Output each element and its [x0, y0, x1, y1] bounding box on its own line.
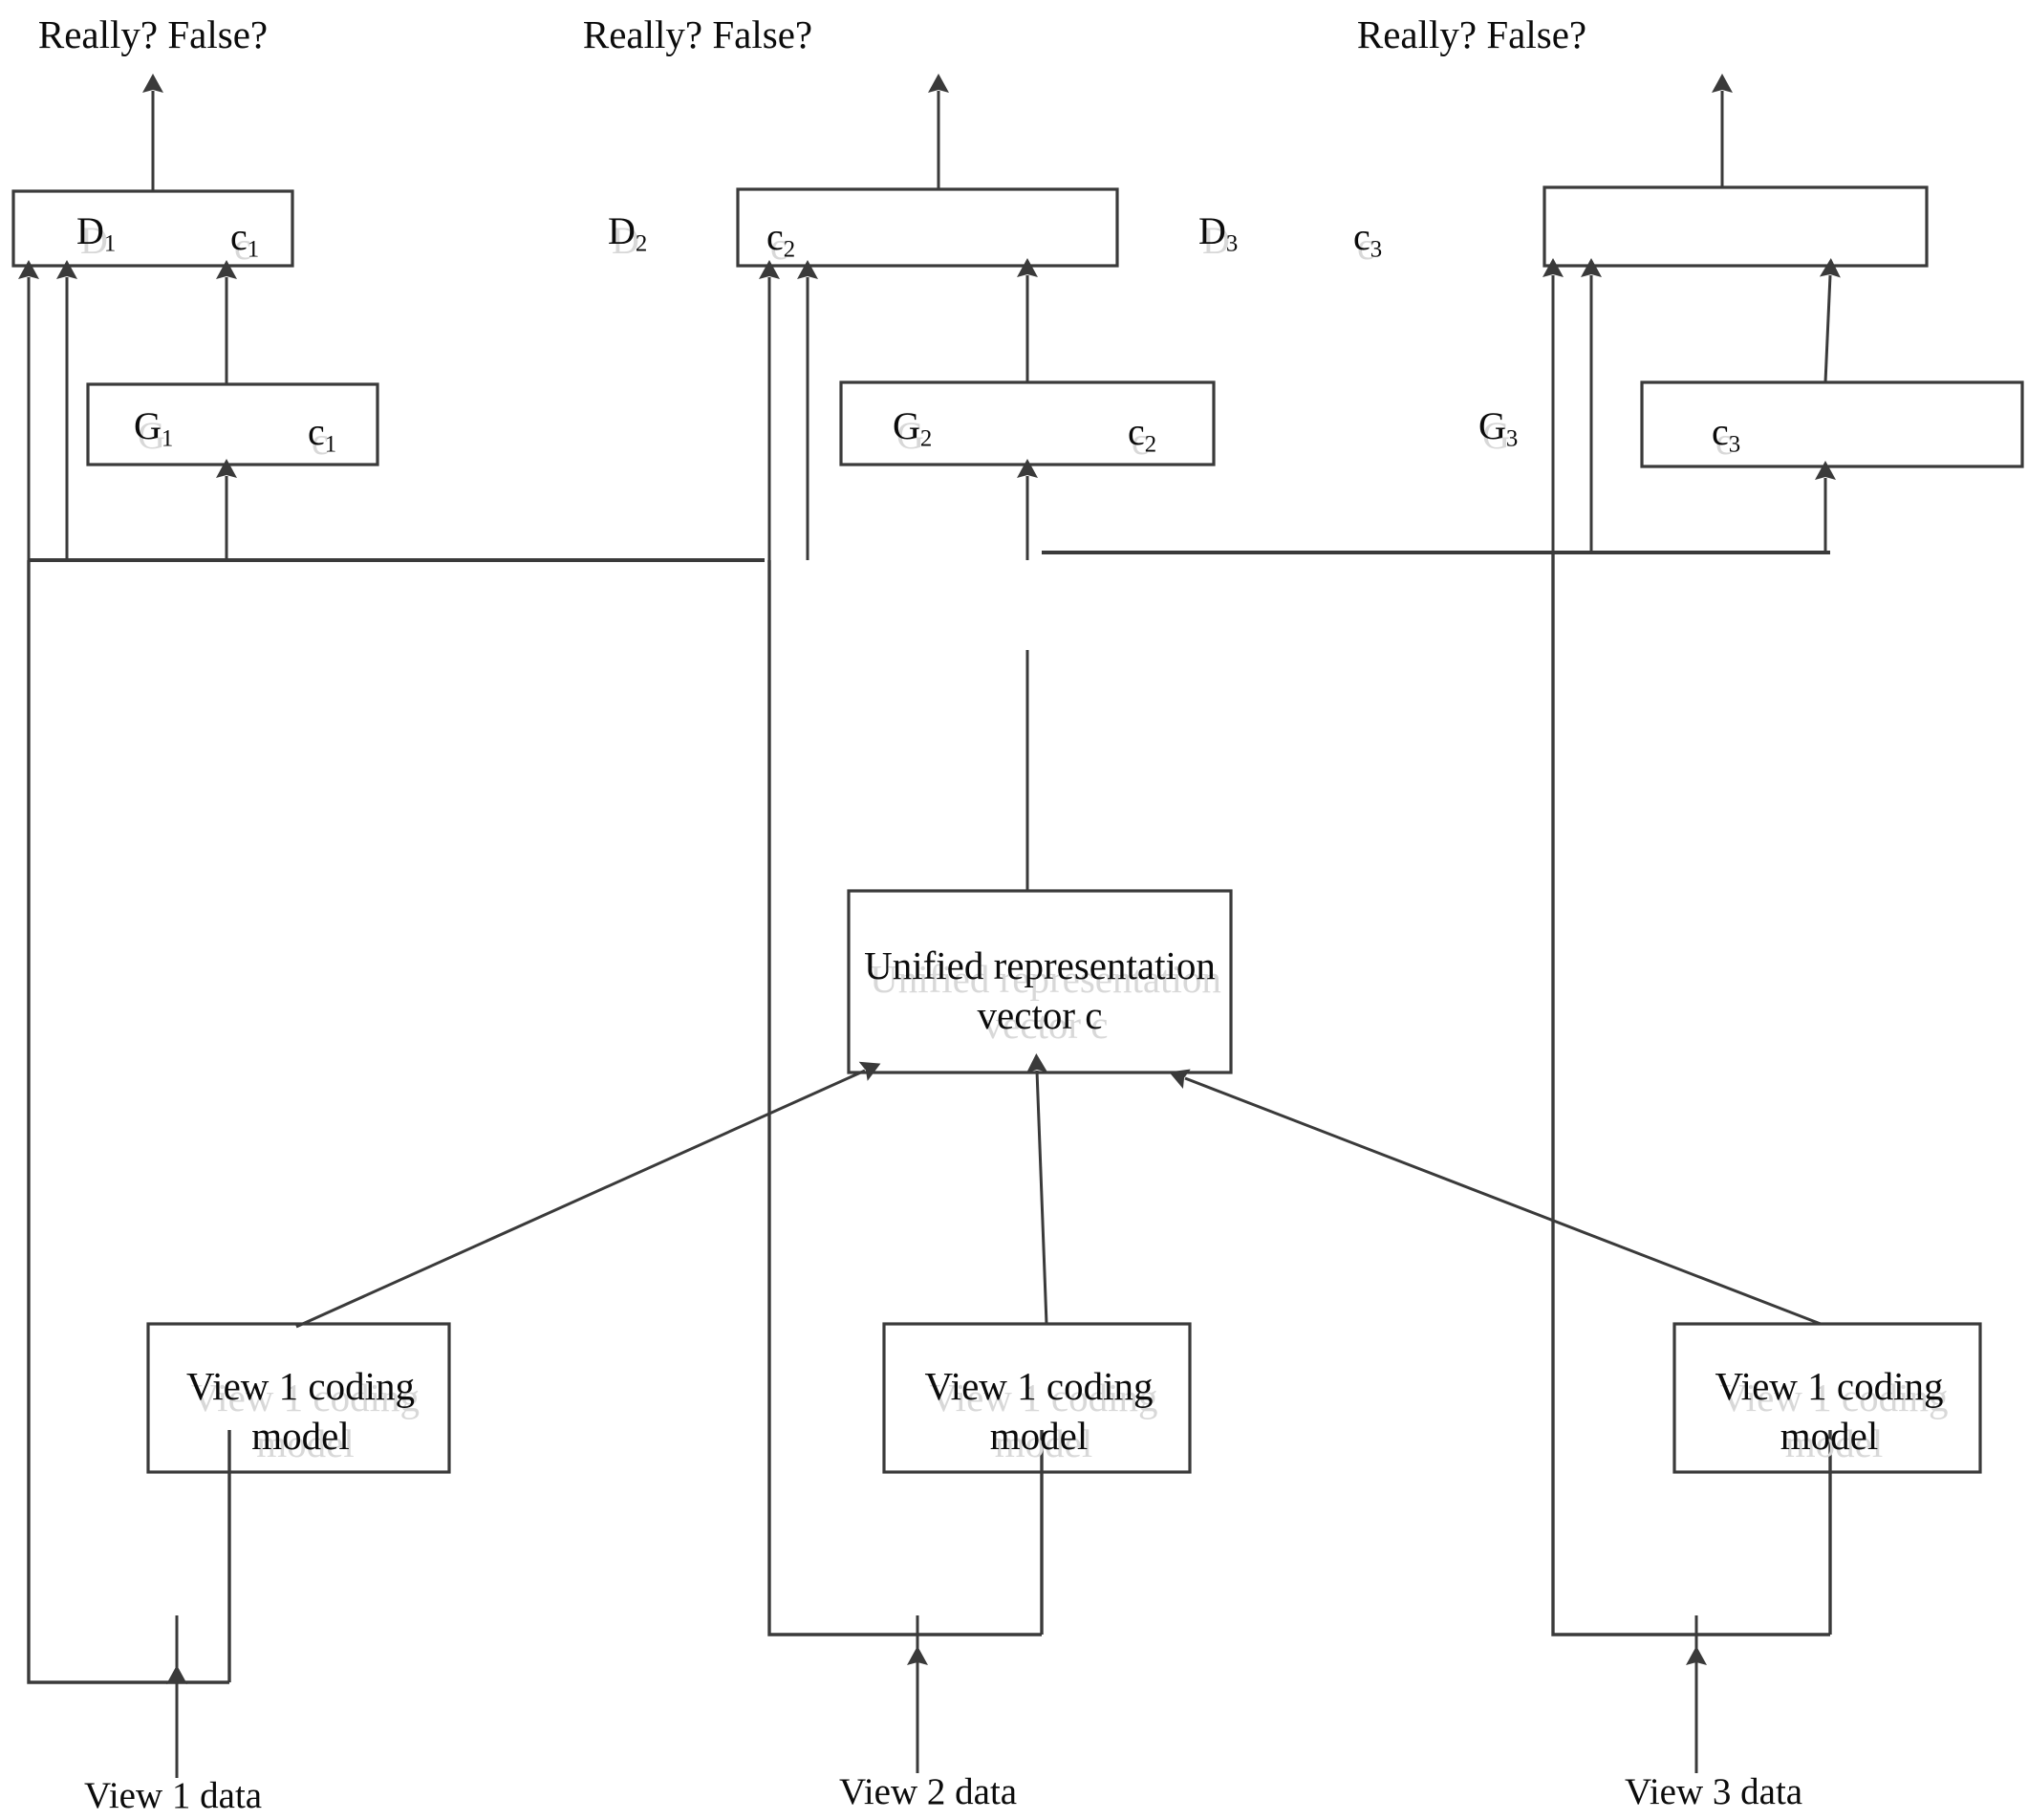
coding-model-box-1-outline [146, 1322, 451, 1474]
d-box-2-outline [736, 187, 1119, 268]
g-box-3[interactable] [1642, 382, 2022, 466]
g-box-2[interactable] [841, 382, 1214, 465]
d-box-3-outline [1543, 185, 1929, 268]
d-box-2[interactable] [738, 189, 1117, 266]
d-box-3[interactable] [1544, 187, 1927, 266]
coding-model-box-3-outline [1672, 1322, 1982, 1474]
unified-vector-box-outline [847, 889, 1233, 1074]
d-box-1[interactable] [13, 191, 292, 266]
coding-model-box-2-outline [882, 1322, 1192, 1474]
g-box-1[interactable] [88, 384, 378, 465]
